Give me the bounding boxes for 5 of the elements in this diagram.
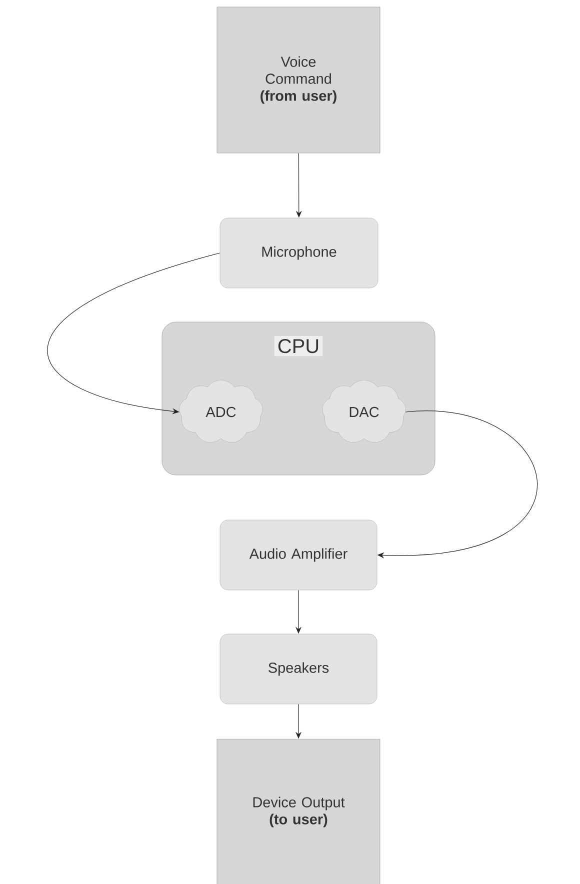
process-box: Voice Command (from user) xyxy=(216,6,380,154)
process-box: Audio Amplifier xyxy=(220,520,378,590)
process-box: Speakers xyxy=(220,634,378,704)
process-box: Device Output (to user) xyxy=(216,738,380,884)
process-box: Microphone xyxy=(220,218,378,288)
